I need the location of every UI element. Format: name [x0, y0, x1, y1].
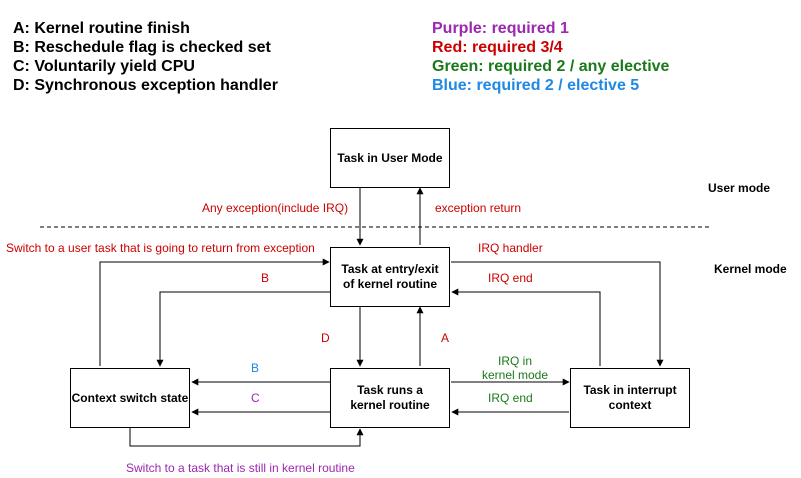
label-irq-in-kernel-line1: IRQ in [497, 354, 532, 368]
label-user-mode: User mode [708, 181, 771, 195]
arrow-b-red [156, 291, 331, 367]
legend-conditions: A: Kernel routine finish B: Reschedule f… [13, 19, 278, 95]
label-any-exception: Any exception(include IRQ) [202, 201, 349, 215]
arrow-irq-end-top [451, 288, 601, 366]
label-switch-kernel: Switch to a task that is still in kernel… [126, 461, 355, 475]
label-exception-return: exception return [435, 201, 522, 215]
label-irq-end-green: IRQ end [488, 391, 533, 405]
box-kernel-routine: Task runs a kernel routine [330, 368, 450, 428]
legend-b: B: Reschedule flag is checked set [13, 39, 271, 56]
label-irq-in-kernel: IRQ in kernel mode [470, 354, 560, 382]
legend-a: A: Kernel routine finish [13, 20, 190, 37]
legend-colors: Purple: required 1 Red: required 3/4 Gre… [432, 19, 669, 95]
legend-purple: Purple: required 1 [432, 20, 569, 37]
box-user-mode-task: Task in User Mode [330, 128, 450, 188]
label-b-blue: B [251, 361, 260, 375]
label-switch-user: Switch to a user task that is going to r… [6, 241, 315, 255]
arrow-irq-handler [451, 261, 664, 367]
label-b-red: B [261, 271, 270, 285]
label-d-red: D [321, 331, 330, 345]
box-entry-exit: Task at entry/exit of kernel routine [330, 247, 450, 307]
legend-red: Red: required 3/4 [432, 39, 563, 56]
label-irq-handler: IRQ handler [478, 241, 543, 255]
label-irq-in-kernel-line2: kernel mode [481, 368, 549, 382]
legend-blue: Blue: required 2 / elective 5 [432, 77, 640, 94]
label-kernel-mode: Kernel mode [714, 262, 787, 276]
arrow-switch-user [99, 258, 330, 366]
label-a-red: A [441, 331, 450, 345]
box-context-switch: Context switch state [70, 368, 190, 428]
label-irq-end-top: IRQ end [488, 271, 533, 285]
box-interrupt: Task in interrupt context [570, 368, 690, 428]
legend-green: Green: required 2 / any elective [432, 58, 670, 75]
label-c-purple: C [251, 391, 260, 405]
arrow-switch-kernel [129, 428, 364, 447]
legend-c: C: Voluntarily yield CPU [13, 58, 195, 75]
legend-d: D: Synchronous exception handler [13, 77, 278, 94]
